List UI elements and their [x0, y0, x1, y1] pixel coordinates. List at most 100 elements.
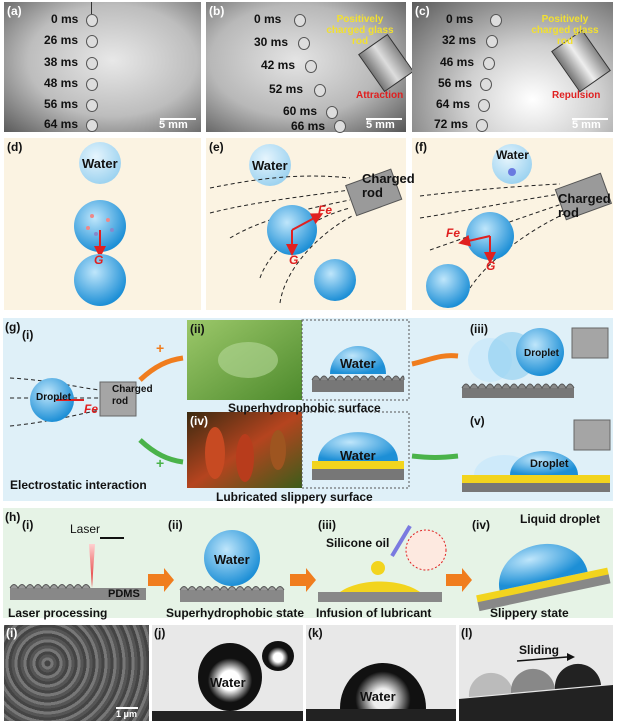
falling-droplet [426, 264, 470, 308]
plus-sign: + [156, 340, 165, 356]
droplet-label: Droplet [524, 348, 559, 359]
droplet [483, 57, 495, 70]
water-droplet [79, 142, 121, 184]
water-label: Water [252, 158, 288, 173]
scale-label: 5 mm [366, 119, 395, 131]
droplet-label: Liquid droplet [520, 512, 600, 526]
water-droplet [249, 144, 291, 186]
fe-label: Fe [446, 226, 461, 240]
droplet [305, 60, 317, 73]
charged-rod [99, 381, 137, 417]
time-label: 64 ms [436, 97, 471, 111]
step-num: (ii) [168, 518, 183, 532]
panel-label: (h) [5, 510, 21, 524]
time-label: 64 ms [44, 117, 79, 131]
time-label: 0 ms [446, 12, 474, 26]
row-h-process [3, 508, 613, 618]
droplet [334, 120, 346, 133]
water-label: Water [210, 675, 246, 690]
time-label: 60 ms [283, 104, 318, 118]
water-label: Water [496, 148, 529, 162]
charged-droplet [74, 200, 126, 252]
step-caption: Laser processing [8, 606, 108, 620]
time-label: 38 ms [44, 55, 79, 69]
falling-droplet [74, 254, 126, 306]
scale-bar [366, 118, 402, 120]
droplet [294, 14, 306, 27]
step-caption: Superhydrophobic state [166, 606, 305, 620]
water-droplet [198, 643, 262, 711]
panel-label: (i) [6, 626, 18, 640]
rod-label: Positively charged glass rod [326, 14, 394, 47]
scale-bar [116, 707, 138, 709]
droplet [86, 119, 98, 132]
time-label: 56 ms [44, 97, 79, 111]
droplet [478, 99, 490, 112]
sub-label: (iv) [190, 414, 208, 428]
time-label: 56 ms [438, 76, 473, 90]
caption-superhydrophobic: Superhydrophobic surface [228, 401, 381, 415]
row-g-schematic [3, 318, 613, 501]
electrostatic-force-arrow [291, 213, 324, 231]
step-caption: Infusion of lubricant [316, 606, 432, 620]
rod-label: Charged rod [558, 191, 611, 220]
plus-sign: + [156, 455, 165, 471]
panel-b: (b) 0 ms 30 ms 42 ms 52 ms 60 ms 66 ms P… [206, 2, 414, 133]
panel-label: (j) [154, 626, 166, 640]
droplet [298, 37, 310, 50]
time-label: 0 ms [254, 12, 282, 26]
sub-label: (ii) [190, 322, 205, 336]
panel-i-sem: (i) 1 μm [4, 625, 149, 721]
panel-k: (k) Water [306, 625, 456, 721]
time-label: 32 ms [442, 33, 477, 47]
droplet [86, 78, 98, 91]
effect-label: Attraction [356, 90, 404, 101]
panel-l: (l) Sliding [459, 625, 613, 721]
gravity-label: G [289, 253, 299, 267]
charged-rod [554, 172, 613, 221]
droplet [326, 106, 338, 119]
droplet [30, 378, 74, 422]
sliding-label: Sliding [519, 643, 559, 657]
water-label: Water [340, 448, 376, 463]
time-label: 72 ms [434, 117, 469, 131]
panel-label: (l) [461, 626, 473, 640]
panel-a: (a) 0 ms 26 ms 38 ms 48 ms 56 ms 64 ms 5… [4, 2, 201, 132]
droplet-iii [516, 328, 564, 376]
fe-label: Fe [318, 203, 333, 217]
panel-label: (g) [5, 320, 21, 334]
droplet [86, 57, 98, 70]
oil-label: Silicone oil [326, 536, 390, 550]
rod-label: Positively charged glass rod [531, 14, 599, 47]
panel-j: (j) Water [152, 625, 303, 721]
fe-label: Fe [84, 402, 99, 416]
step-num: (iii) [318, 518, 336, 532]
time-label: 66 ms [291, 119, 326, 133]
droplet-label: Droplet [530, 458, 569, 470]
panel-c: (c) 0 ms 32 ms 46 ms 56 ms 64 ms 72 ms P… [412, 2, 613, 132]
droplet [86, 14, 98, 27]
panel-label: (b) [209, 4, 225, 18]
sub-label: (i) [22, 328, 34, 342]
charged-rod [345, 168, 403, 217]
rod-label: Charged rod [362, 171, 415, 200]
water-label: Water [340, 356, 376, 371]
panel-label: (d) [7, 140, 23, 154]
falling-droplet [314, 259, 356, 301]
step-caption: Slippery state [490, 606, 569, 620]
droplet [490, 14, 502, 27]
electrostatic-force-arrow [458, 234, 491, 247]
panel-label: (e) [209, 140, 224, 154]
time-label: 30 ms [254, 35, 289, 49]
gravity-label: G [486, 259, 496, 273]
droplet [486, 35, 498, 48]
rod-label: Charged rod [112, 384, 153, 407]
gravity-label: G [94, 253, 104, 267]
water-droplet [204, 530, 260, 586]
panel-label: (f) [415, 140, 427, 154]
time-label: 46 ms [440, 55, 475, 69]
material-label: PDMS [108, 588, 140, 600]
scale-label: 5 mm [572, 119, 601, 131]
scale-label: 5 mm [159, 119, 188, 131]
droplet [314, 84, 326, 97]
